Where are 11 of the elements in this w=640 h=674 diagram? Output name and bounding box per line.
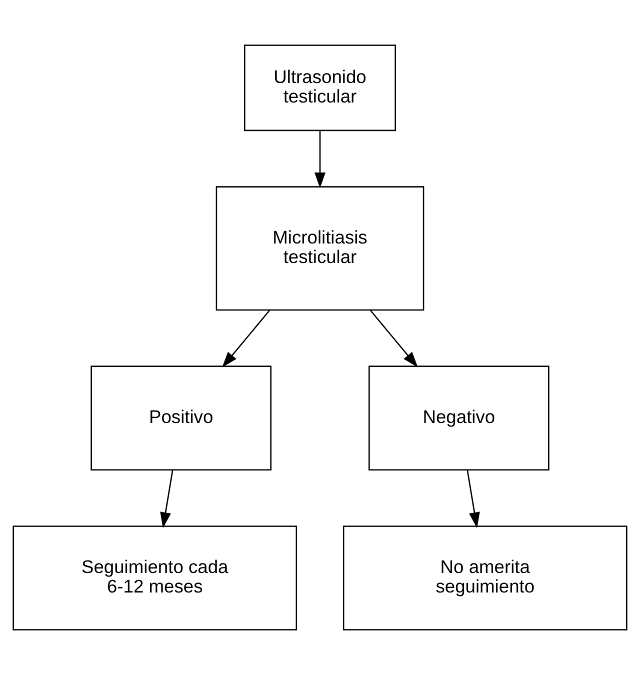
node-box: No amerita seguimiento bbox=[342, 525, 628, 630]
arrow bbox=[222, 309, 270, 367]
arrow bbox=[370, 309, 418, 367]
arrow bbox=[160, 469, 174, 528]
arrow bbox=[314, 130, 326, 188]
node-box: Positivo bbox=[90, 365, 272, 470]
node-box: Seguimiento cada 6-12 meses bbox=[12, 525, 298, 630]
node-box: Microlitiasis testicular bbox=[216, 186, 424, 310]
arrow bbox=[466, 469, 480, 528]
node-box: Ultrasonido testicular bbox=[244, 44, 396, 131]
node-box: Negativo bbox=[368, 365, 550, 470]
